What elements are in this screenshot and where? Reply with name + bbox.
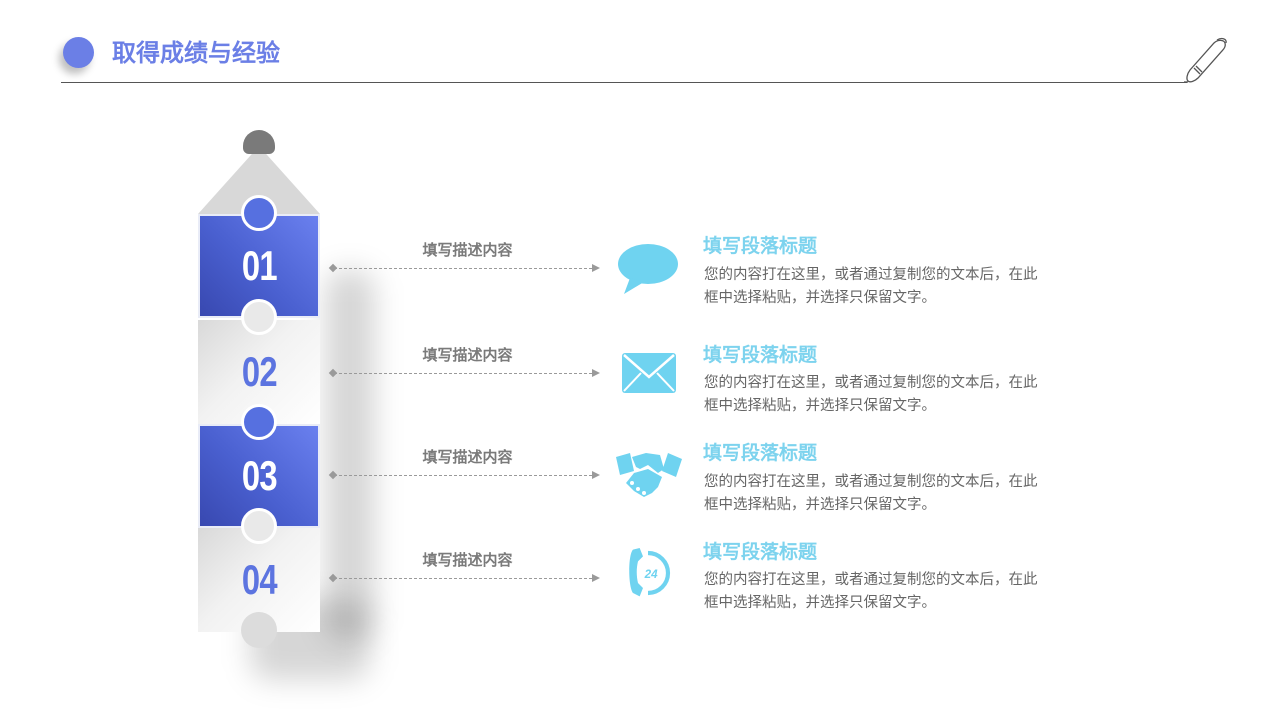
arrow-right-icon xyxy=(592,264,600,272)
connector-label: 填写描述内容 xyxy=(422,448,513,466)
connector-3: 填写描述内容 xyxy=(328,446,600,486)
pencil-lead xyxy=(243,130,275,154)
header-divider xyxy=(61,82,1187,83)
connector-label: 填写描述内容 xyxy=(422,551,513,569)
item-title: 填写段落标题 xyxy=(703,442,818,464)
step-number: 02 xyxy=(241,348,278,395)
svg-text:24: 24 xyxy=(644,568,658,581)
pen-icon xyxy=(1184,37,1227,83)
dashed-line xyxy=(334,268,592,269)
phone-24-icon: 24 xyxy=(629,548,670,597)
puzzle-notch-bottom xyxy=(241,612,277,648)
puzzle-notch xyxy=(241,508,277,544)
speech-bubble-icon xyxy=(618,244,678,294)
page-title: 取得成绩与经验 xyxy=(112,39,280,67)
dashed-line xyxy=(334,475,592,476)
header-bullet-dot xyxy=(63,37,94,68)
step-block-02: 02 xyxy=(198,320,320,424)
connector-1: 填写描述内容 xyxy=(328,239,600,279)
arrow-right-icon xyxy=(592,574,600,582)
item-description: 您的内容打在这里，或者通过复制您的文本后，在此 框中选择粘贴，并选择只保留文字。 xyxy=(704,264,1084,310)
dashed-line xyxy=(334,373,592,374)
connector-4: 填写描述内容 xyxy=(328,549,600,589)
connector-label: 填写描述内容 xyxy=(422,241,513,259)
desc-line: 框中选择粘贴，并选择只保留文字。 xyxy=(704,595,936,611)
desc-line: 框中选择粘贴，并选择只保留文字。 xyxy=(704,290,936,306)
arrow-right-icon xyxy=(592,369,600,377)
item-title: 填写段落标题 xyxy=(703,344,818,366)
arrow-right-icon xyxy=(592,471,600,479)
step-number: 03 xyxy=(241,452,278,499)
item-description: 您的内容打在这里，或者通过复制您的文本后，在此 框中选择粘贴，并选择只保留文字。 xyxy=(704,372,1084,418)
item-description: 您的内容打在这里，或者通过复制您的文本后，在此 框中选择粘贴，并选择只保留文字。 xyxy=(704,471,1084,517)
puzzle-knob xyxy=(241,195,277,231)
puzzle-knob xyxy=(241,404,277,440)
step-number: 01 xyxy=(241,242,278,289)
desc-line: 框中选择粘贴，并选择只保留文字。 xyxy=(704,398,936,414)
envelope-icon xyxy=(622,353,676,393)
desc-line: 框中选择粘贴，并选择只保留文字。 xyxy=(704,497,936,513)
puzzle-notch xyxy=(241,299,277,335)
step-number: 04 xyxy=(241,556,278,603)
connector-label: 填写描述内容 xyxy=(422,346,513,364)
handshake-icon xyxy=(616,453,682,497)
desc-line: 您的内容打在这里，或者通过复制您的文本后，在此 xyxy=(704,474,1038,490)
item-description: 您的内容打在这里，或者通过复制您的文本后，在此 框中选择粘贴，并选择只保留文字。 xyxy=(704,569,1084,615)
desc-line: 您的内容打在这里，或者通过复制您的文本后，在此 xyxy=(704,375,1038,391)
item-title: 填写段落标题 xyxy=(703,235,818,257)
dashed-line xyxy=(334,578,592,579)
item-title: 填写段落标题 xyxy=(703,541,818,563)
desc-line: 您的内容打在这里，或者通过复制您的文本后，在此 xyxy=(704,267,1038,283)
connector-2: 填写描述内容 xyxy=(328,344,600,384)
desc-line: 您的内容打在这里，或者通过复制您的文本后，在此 xyxy=(704,572,1038,588)
